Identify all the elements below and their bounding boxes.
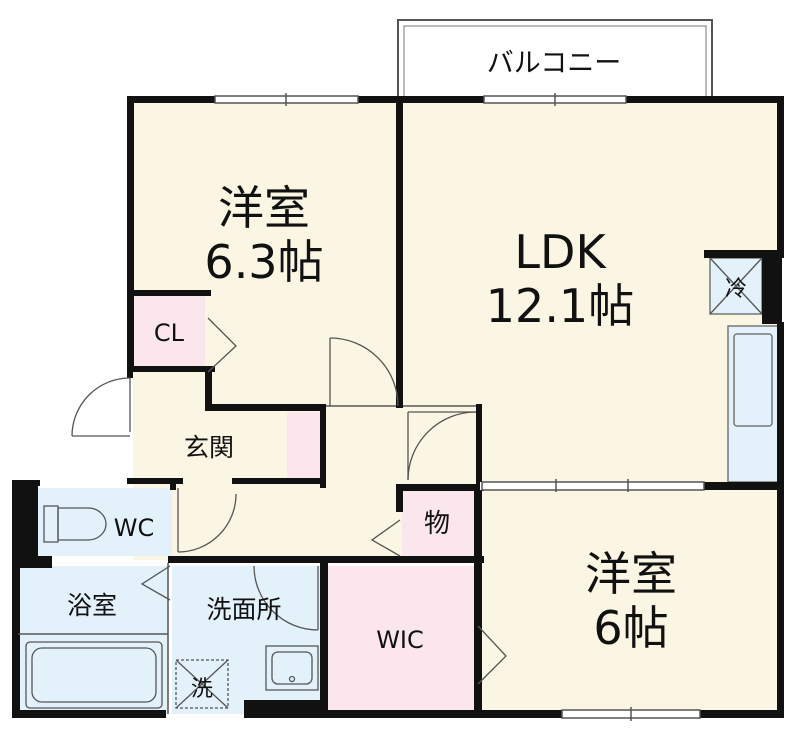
fridge-label: 冷 <box>725 277 747 302</box>
bathtub <box>25 641 163 709</box>
bath-floor <box>18 566 168 714</box>
toilet-bowl <box>57 507 107 541</box>
room-fills <box>18 102 782 714</box>
sink-basin <box>733 333 773 427</box>
vanity <box>265 645 319 691</box>
balcony-label: バルコニー <box>487 48 621 79</box>
ldk-size: 12.1帖 <box>486 279 634 333</box>
washer-label: 洗 <box>191 677 213 702</box>
wic-label: WIC <box>376 626 424 654</box>
bath-label: 浴室 <box>67 591 117 620</box>
washroom-label: 洗面所 <box>206 595 281 624</box>
storage-floor <box>402 490 476 558</box>
wic-floor <box>328 566 476 714</box>
west-room-name: 洋室 <box>218 181 310 235</box>
labels: バルコニー 洋室 6.3帖 LDK 12.1帖 洋室 6帖 CL 玄関 WC 物… <box>67 48 747 702</box>
doors <box>71 317 507 685</box>
washer-space <box>175 659 229 709</box>
storage-label: 物 <box>424 509 450 539</box>
closet-floor <box>133 294 205 366</box>
closet-label: CL <box>154 319 185 347</box>
toilet-label: WC <box>114 514 155 542</box>
south-room-name: 洋室 <box>585 547 677 601</box>
toilet-floor <box>38 488 172 556</box>
west-room-size: 6.3帖 <box>204 235 323 289</box>
ldk-name: LDK <box>514 225 607 279</box>
fixtures <box>25 257 763 709</box>
windows <box>214 93 705 721</box>
shoe-cabinet <box>287 412 323 482</box>
south-room-size: 6帖 <box>593 601 668 655</box>
south-room-floor <box>480 486 782 714</box>
balcony <box>397 19 713 101</box>
entrance-label: 玄関 <box>184 433 234 462</box>
